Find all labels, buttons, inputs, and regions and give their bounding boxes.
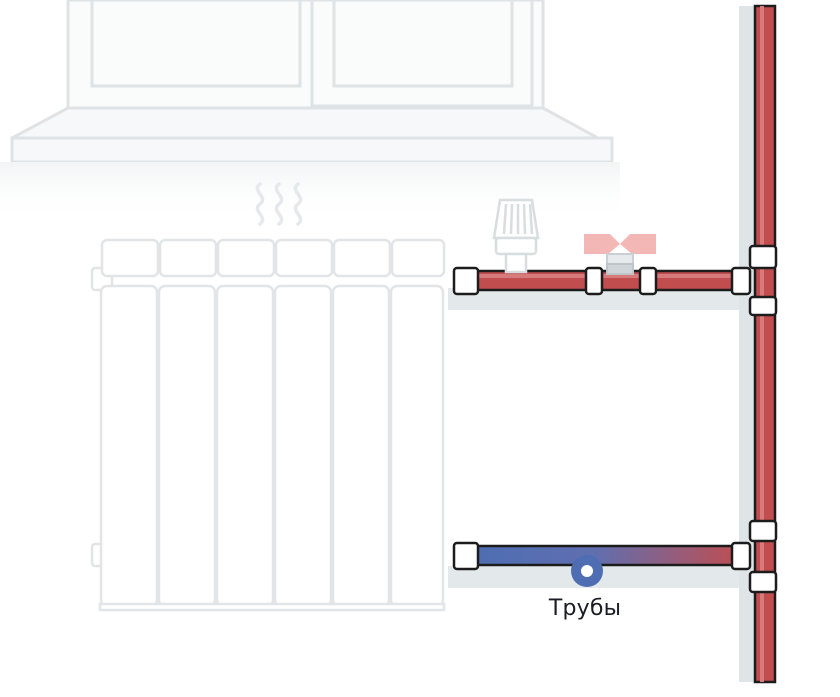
supply-pipe-shadow xyxy=(448,288,754,310)
heat-waves-icon xyxy=(255,182,303,226)
thermostatic-valve-icon xyxy=(492,198,540,274)
pipes-label[interactable]: Трубы xyxy=(548,596,622,621)
riser-pipe xyxy=(739,4,777,684)
pipe-fittings xyxy=(452,244,778,594)
window xyxy=(10,0,614,164)
pipes-hotspot-marker[interactable] xyxy=(571,555,603,587)
ball-valve-icon xyxy=(584,234,656,275)
return-pipe xyxy=(468,544,746,567)
radiator xyxy=(90,238,446,612)
